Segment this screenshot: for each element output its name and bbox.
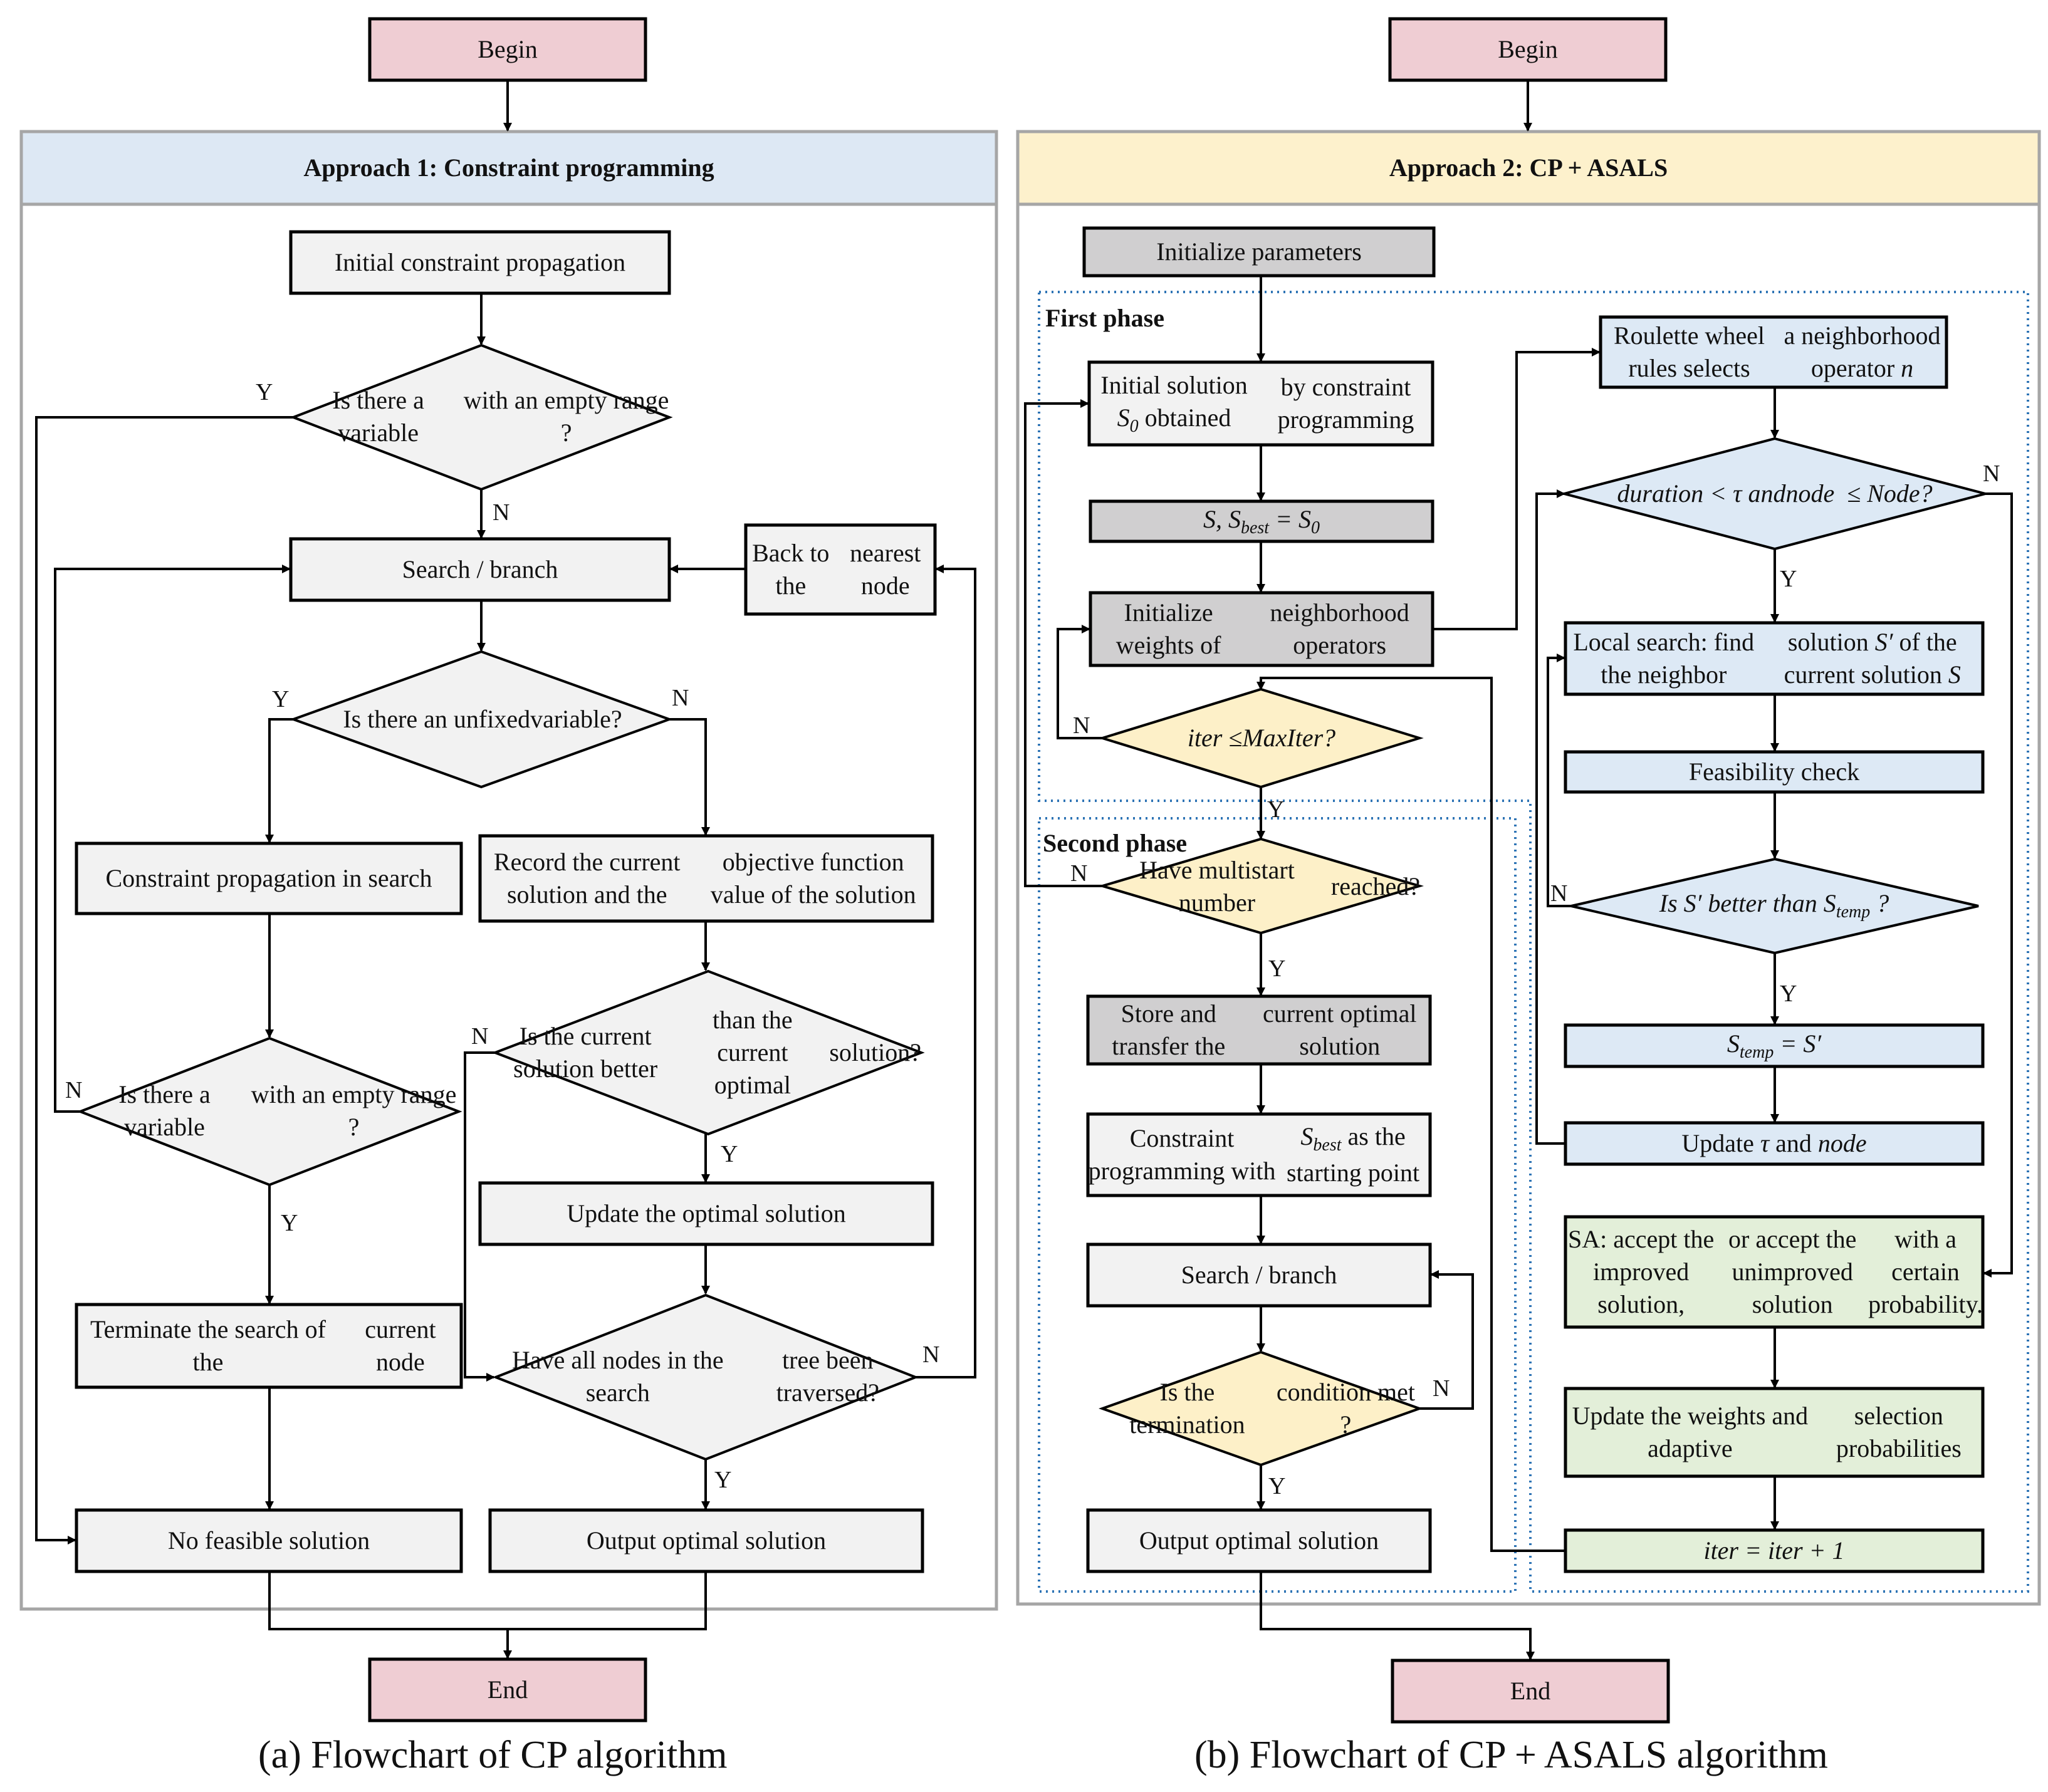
end-box-left	[368, 1657, 647, 1722]
local-search-shape	[1564, 621, 1985, 696]
connector-arrow	[464, 1051, 495, 1382]
label-no: N	[1070, 860, 1088, 887]
label-yes: Y	[256, 379, 273, 405]
label-no: N	[672, 685, 689, 711]
approach2-header-bar	[1016, 130, 2041, 206]
connector-arrow	[1547, 654, 1571, 907]
label-no: N	[1433, 1375, 1450, 1402]
back-to-node-shape	[744, 523, 937, 616]
approach1-header-bar	[19, 130, 998, 206]
initial-solution-shape	[1087, 360, 1434, 447]
current-better-diamond	[491, 969, 925, 1136]
store-transfer-shape	[1086, 994, 1432, 1066]
feasibility-shape	[1564, 750, 1985, 794]
record-solution-shape	[478, 834, 934, 923]
label-no: N	[471, 1023, 489, 1050]
connector-arrow	[1024, 399, 1103, 887]
connector-line	[268, 1571, 707, 1630]
initial-propagation-shape	[289, 230, 671, 295]
terminate-search-shape	[75, 1303, 463, 1389]
propagation-in-search-shape	[75, 841, 463, 915]
connector-arrow	[916, 565, 976, 1378]
caption-left: (a) Flowchart of CP algorithm	[258, 1734, 728, 1776]
connector-arrow	[1983, 492, 2013, 1278]
begin-box-right	[1388, 17, 1668, 82]
label-no: N	[65, 1077, 83, 1103]
label-yes: Y	[281, 1210, 298, 1236]
search-branch-shape-left	[289, 537, 671, 602]
iter-increment-shape	[1564, 1528, 1985, 1573]
cp-start-shape	[1086, 1112, 1432, 1197]
output-optimal-shape-left	[488, 1508, 924, 1573]
connector-arrow	[1419, 1270, 1474, 1410]
first-phase-region	[1038, 291, 2029, 1593]
label-yes: Y	[714, 1467, 732, 1493]
label-yes: Y	[272, 686, 290, 712]
second-phase-label: Second phase	[1043, 829, 1188, 857]
connector-arrow	[265, 718, 295, 843]
better-check-diamond	[1570, 857, 1979, 955]
no-feasible-shape	[75, 1508, 463, 1573]
search-branch-shape-right	[1086, 1242, 1432, 1308]
sa-accept-shape	[1564, 1215, 1985, 1329]
caption-right: (b) Flowchart of CP + ASALS algorithm	[1194, 1734, 1828, 1776]
label-yes: Y	[1267, 796, 1285, 823]
label-yes: Y	[1780, 981, 1797, 1007]
connector-arrow	[54, 565, 291, 1113]
label-no: N	[1983, 461, 2000, 487]
termination-diamond	[1099, 1350, 1423, 1467]
label-no: N	[1073, 712, 1090, 739]
first-phase-label: First phase	[1045, 304, 1164, 332]
connector-arrow	[668, 718, 710, 836]
all-nodes-diamond	[492, 1293, 919, 1461]
multistart-diamond	[1097, 837, 1424, 935]
label-no: N	[922, 1341, 940, 1368]
label-yes: Y	[1780, 566, 1797, 592]
roulette-shape	[1599, 315, 1948, 389]
label-no: N	[493, 499, 510, 526]
stemp-assign-shape	[1564, 1023, 1985, 1068]
empty-range-diamond-top	[290, 343, 673, 491]
unfixed-variable-diamond	[290, 650, 673, 789]
label-yes: Y	[721, 1141, 738, 1167]
begin-box-left	[368, 17, 647, 82]
iter-check-diamond	[1098, 687, 1424, 789]
panel-to-end-arrow-right	[1260, 1571, 1535, 1660]
duration-diamond	[1559, 437, 1990, 551]
init-params-shape	[1082, 226, 1436, 278]
init-weights-shape	[1089, 591, 1434, 667]
output-optimal-shape-right	[1086, 1508, 1432, 1573]
connector-arrow	[35, 416, 295, 1545]
label-yes: Y	[1268, 956, 1286, 982]
connector-arrow	[1256, 677, 1565, 1552]
empty-range-diamond-lower	[76, 1036, 462, 1187]
update-tau-shape	[1564, 1121, 1985, 1166]
end-box-right	[1391, 1659, 1670, 1724]
connector-arrow	[1057, 625, 1103, 739]
label-no: N	[1550, 880, 1568, 907]
label-yes: Y	[1268, 1473, 1286, 1499]
second-phase-region	[1038, 817, 1517, 1593]
s-sbest-shape	[1089, 499, 1434, 543]
update-optimal-shape	[478, 1181, 934, 1246]
connector-arrow	[1535, 489, 1565, 1145]
update-weights-shape	[1564, 1387, 1985, 1478]
connector-arrow	[1433, 348, 1601, 630]
